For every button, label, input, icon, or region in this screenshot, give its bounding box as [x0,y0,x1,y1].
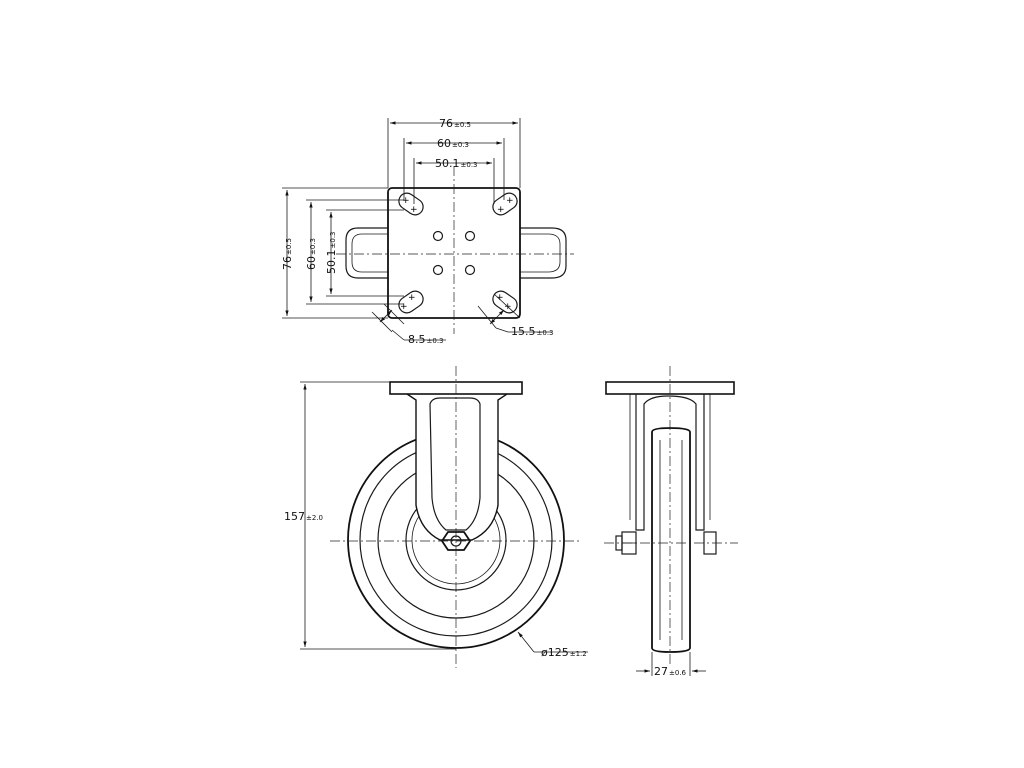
svg-text:+: + [410,205,418,215]
svg-text:+: + [506,196,514,206]
center-hole [432,230,444,242]
dim-hole-span-outer-v: 60±0.3 [305,238,318,270]
dim-slot-width: 8.5±0.3 [408,333,444,346]
dim-wheel-diameter: ø125±1.2 [541,646,587,659]
top-view-fork-right [520,227,567,279]
dim-hole-span-inner: 50.1±0.3 [435,157,478,170]
side-fork [635,394,705,531]
dim-hole-span-inner-v: 50.1±0.3 [325,232,338,275]
slot-hole: + + [398,192,424,216]
side-wheel [651,427,691,653]
svg-text:+: + [497,205,505,215]
side-view: 27±0.6 [604,366,738,678]
dim-overall-height: 157±2.0 [284,510,323,523]
slot-hole: + + [492,290,518,314]
center-hole [464,230,476,242]
top-view: + + + + + + + + 76±0.5 [281,117,574,346]
front-view: 157±2.0 ø125±1.2 [284,366,588,668]
svg-text:+: + [402,196,410,206]
dim-plate-width: 76±0.5 [439,117,471,130]
dim-wheel-width: 27±0.6 [654,665,687,678]
svg-text:+: + [408,293,416,303]
fork-inner [429,397,481,531]
fork [401,391,513,541]
slot-hole: + + [492,192,518,216]
dim-slot-length: 15.5±0.3 [511,325,554,338]
svg-text:+: + [400,302,408,312]
dim-plate-height: 76±0.5 [281,238,294,270]
top-view-fork-left [345,227,388,279]
dim-hole-span-outer: 60±0.3 [437,137,469,150]
center-hole [464,264,476,276]
slot-hole: + + [398,290,424,314]
center-hole [432,264,444,276]
svg-text:+: + [496,293,504,303]
